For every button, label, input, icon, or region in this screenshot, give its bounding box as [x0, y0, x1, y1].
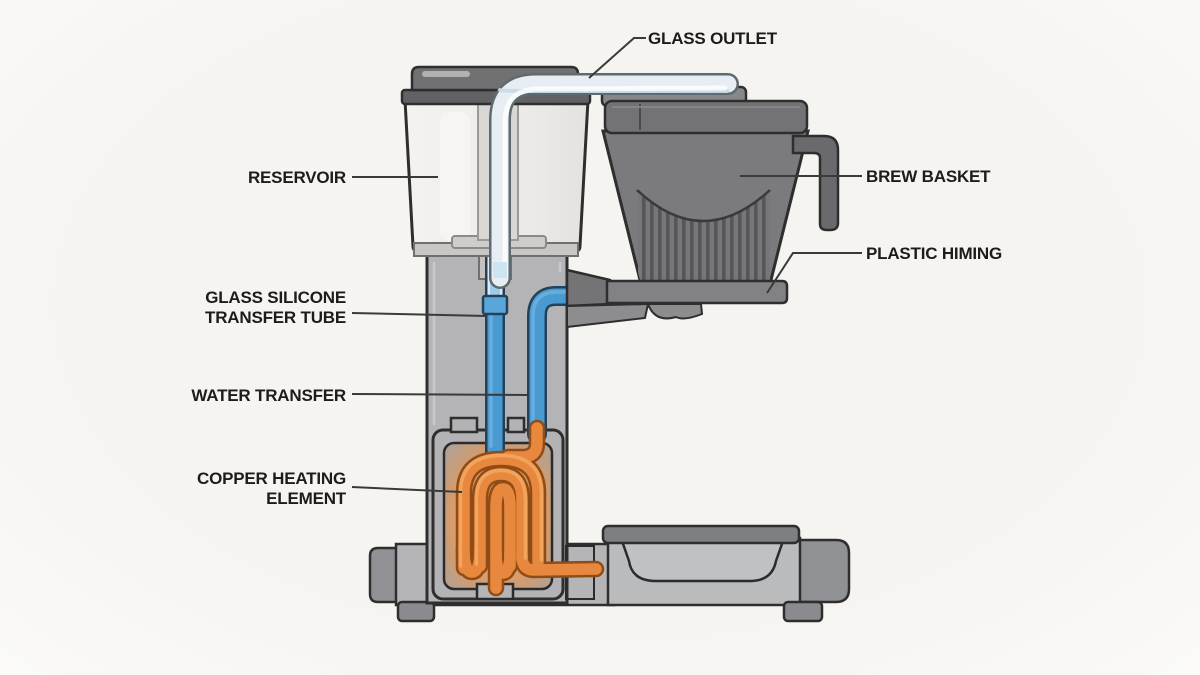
label-copper-heating: COPPER HEATING ELEMENT [197, 469, 346, 509]
label-water-transfer: WATER TRANSFER [191, 386, 346, 406]
right-blue-tube [529, 288, 578, 440]
leader-glass-outlet [588, 37, 646, 79]
arm-bar [605, 279, 789, 305]
label-water-transfer-text: WATER TRANSFER [191, 386, 346, 405]
basket-lid [603, 99, 809, 135]
label-transfer-tube-line1: GLASS SILICONE [205, 288, 346, 307]
label-reservoir-text: RESERVOIR [247, 168, 346, 187]
label-transfer-tube-line2: TRANSFER TUBE [205, 308, 346, 327]
swing-arm-hinge [565, 268, 789, 329]
glass-outlet-tube [489, 73, 739, 289]
leader-copper-heating [351, 486, 463, 493]
arm-under-wedge [566, 302, 650, 329]
leader-transfer-tube [351, 312, 488, 317]
label-copper-heating-line1: COPPER HEATING [197, 469, 346, 488]
chamber-tab-left [449, 416, 479, 434]
brew-basket [600, 85, 840, 286]
label-glass-outlet: GLASS OUTLET [648, 29, 777, 49]
arm-scallops [646, 303, 704, 320]
label-plastic-hinge: PLASTIC HIMING [866, 244, 1002, 264]
water-tubes [481, 248, 580, 462]
leader-lines [351, 37, 862, 493]
label-brew-basket: BREW BASKET [866, 167, 991, 187]
leader-plastic-hinge [766, 252, 862, 294]
tube-coupler [481, 294, 509, 316]
foot-right [782, 600, 824, 623]
label-reservoir: RESERVOIR [248, 168, 346, 188]
label-glass-outlet-text: GLASS OUTLET [648, 29, 777, 48]
label-brew-basket-text: BREW BASKET [866, 167, 991, 186]
basket-handle [791, 134, 840, 232]
reservoir-highlight [440, 112, 470, 240]
foot-left [396, 600, 436, 623]
warming-tray-recess [620, 540, 785, 583]
heat-exit-tube [516, 550, 602, 576]
warming-plate [601, 524, 801, 545]
water-level-in-tube [493, 262, 507, 278]
leader-water-transfer [351, 393, 529, 396]
label-transfer-tube: GLASS SILICONE TRANSFER TUBE [205, 288, 346, 328]
funnel-curve-edge [636, 189, 771, 223]
copper-heating-element [455, 419, 605, 597]
label-copper-heating-line2: ELEMENT [266, 489, 346, 508]
label-plastic-hinge-text: PLASTIC HIMING [866, 244, 1003, 263]
left-foot-block [368, 546, 402, 604]
arm-left-wedge [565, 268, 612, 308]
right-foot-block [795, 538, 851, 604]
chamber-tab-right [506, 416, 526, 434]
